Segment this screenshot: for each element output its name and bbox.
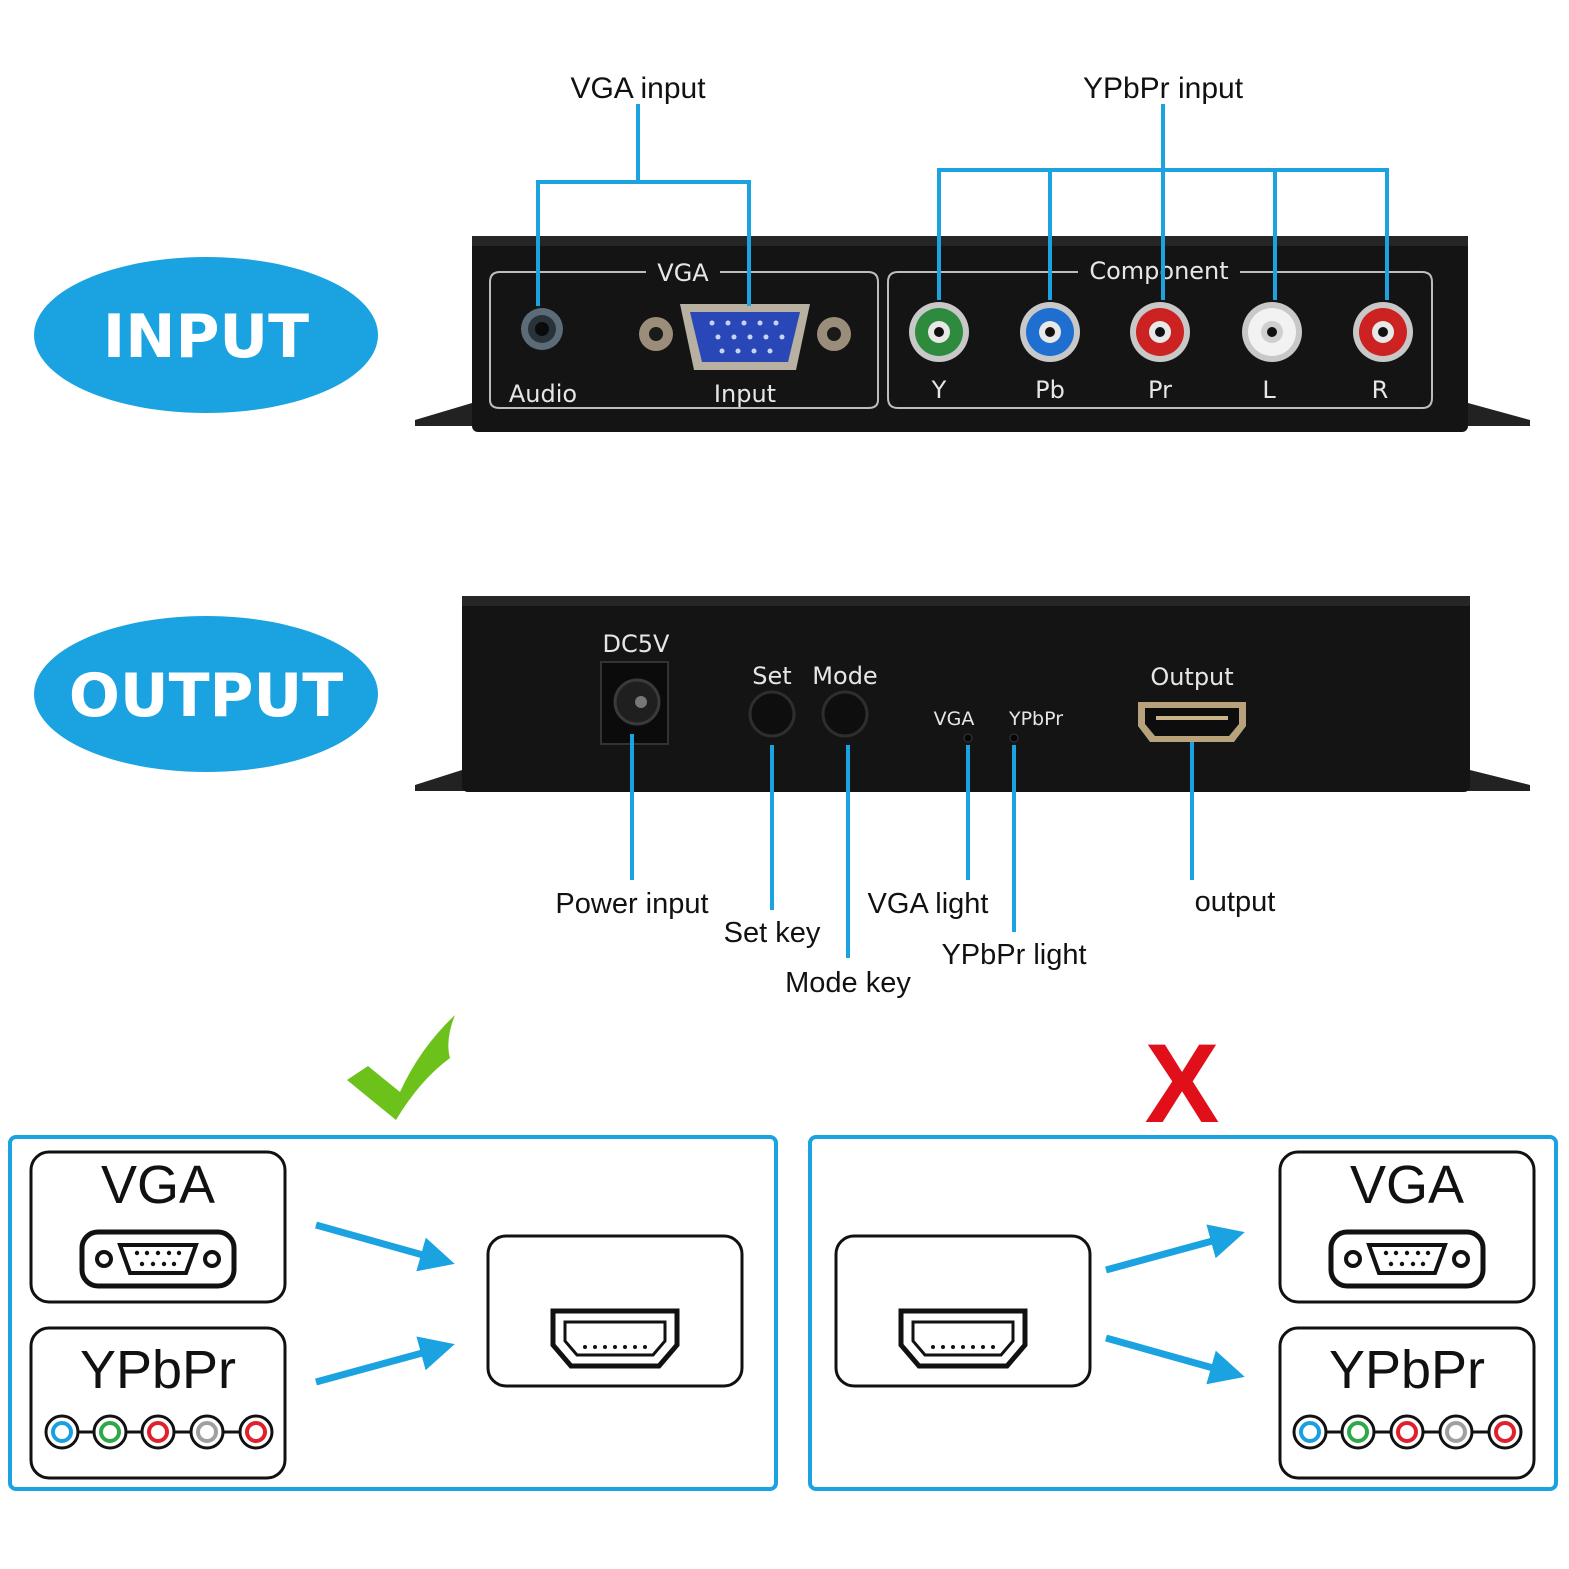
output-callout: output	[1195, 886, 1276, 918]
vga-led-label: VGA	[934, 708, 975, 730]
vga-light-callout: VGA light	[868, 888, 989, 920]
mode-button	[821, 690, 869, 738]
ypbpr-to-hdmi-arrow	[315, 1336, 455, 1386]
input-device-panel: VGA Component Audio Input	[415, 236, 1530, 432]
mode-label: Mode	[812, 662, 877, 690]
rca-port-y	[909, 302, 969, 362]
right-ypbpr-label: YPbPr	[1329, 1340, 1485, 1400]
vga-input-callout: VGA input	[570, 72, 706, 105]
port-label-l: L	[1262, 376, 1276, 404]
output-device-panel: DC5V Set Mode VGA YPbPr Output	[415, 596, 1530, 792]
ypbpr-light-callout: YPbPr light	[941, 939, 1086, 971]
hdmi-port	[1138, 702, 1246, 742]
port-label-r: R	[1372, 376, 1389, 404]
hdmi-to-ypbpr-arrow	[1105, 1334, 1245, 1385]
check-icon	[347, 1015, 455, 1120]
output-port-label: Output	[1150, 663, 1233, 691]
vga-port	[639, 304, 851, 370]
rca-port-pr	[1130, 302, 1190, 362]
vga-led	[963, 733, 973, 743]
right-vga-label: VGA	[1350, 1155, 1464, 1215]
set-button	[748, 690, 796, 738]
set-key-callout: Set key	[724, 917, 821, 949]
audio-label: Audio	[509, 380, 577, 408]
right-hdmi-card	[834, 1234, 1092, 1388]
output-badge-label: OUTPUT	[69, 661, 343, 731]
audio-jack	[521, 308, 563, 350]
right-rca-connectors-icon	[1292, 1414, 1523, 1450]
ypbpr-input-callout: YPbPr input	[1083, 72, 1244, 105]
left-vga-connector-icon	[79, 1229, 237, 1289]
left-rca-connectors-icon	[44, 1414, 274, 1450]
dc5v-label: DC5V	[603, 630, 671, 658]
port-label-y: Y	[931, 376, 947, 404]
component-group-label: Component	[1089, 257, 1228, 285]
input-badge-label: INPUT	[103, 302, 309, 372]
vga-to-hdmi-arrow	[315, 1221, 455, 1272]
dc-jack	[600, 661, 669, 745]
set-label: Set	[752, 662, 791, 690]
cross-icon: X	[1145, 1021, 1220, 1146]
right-vga-connector-icon	[1328, 1229, 1486, 1289]
ypbpr-led	[1009, 733, 1019, 743]
left-hdmi-card	[486, 1234, 744, 1388]
vga-group-label: VGA	[657, 259, 709, 287]
input-label: Input	[714, 380, 776, 408]
rca-port-pb	[1020, 302, 1080, 362]
port-label-pr: Pr	[1148, 376, 1172, 404]
output-callout-lines	[630, 734, 1194, 958]
output-badge	[34, 616, 378, 772]
mode-key-callout: Mode key	[785, 967, 911, 999]
left-vga-label: VGA	[101, 1155, 215, 1215]
rca-port-l	[1242, 302, 1302, 362]
ypbpr-led-label: YPbPr	[1008, 708, 1063, 730]
hdmi-to-vga-arrow	[1105, 1224, 1245, 1274]
rca-port-r	[1353, 302, 1413, 362]
power-input-callout: Power input	[555, 888, 708, 920]
supported-direction-panel	[8, 1135, 778, 1491]
unsupported-direction-panel	[808, 1135, 1558, 1491]
left-ypbpr-label: YPbPr	[80, 1340, 236, 1400]
input-callout-lines	[536, 104, 1389, 306]
input-badge	[34, 257, 378, 413]
port-label-pb: Pb	[1035, 376, 1065, 404]
